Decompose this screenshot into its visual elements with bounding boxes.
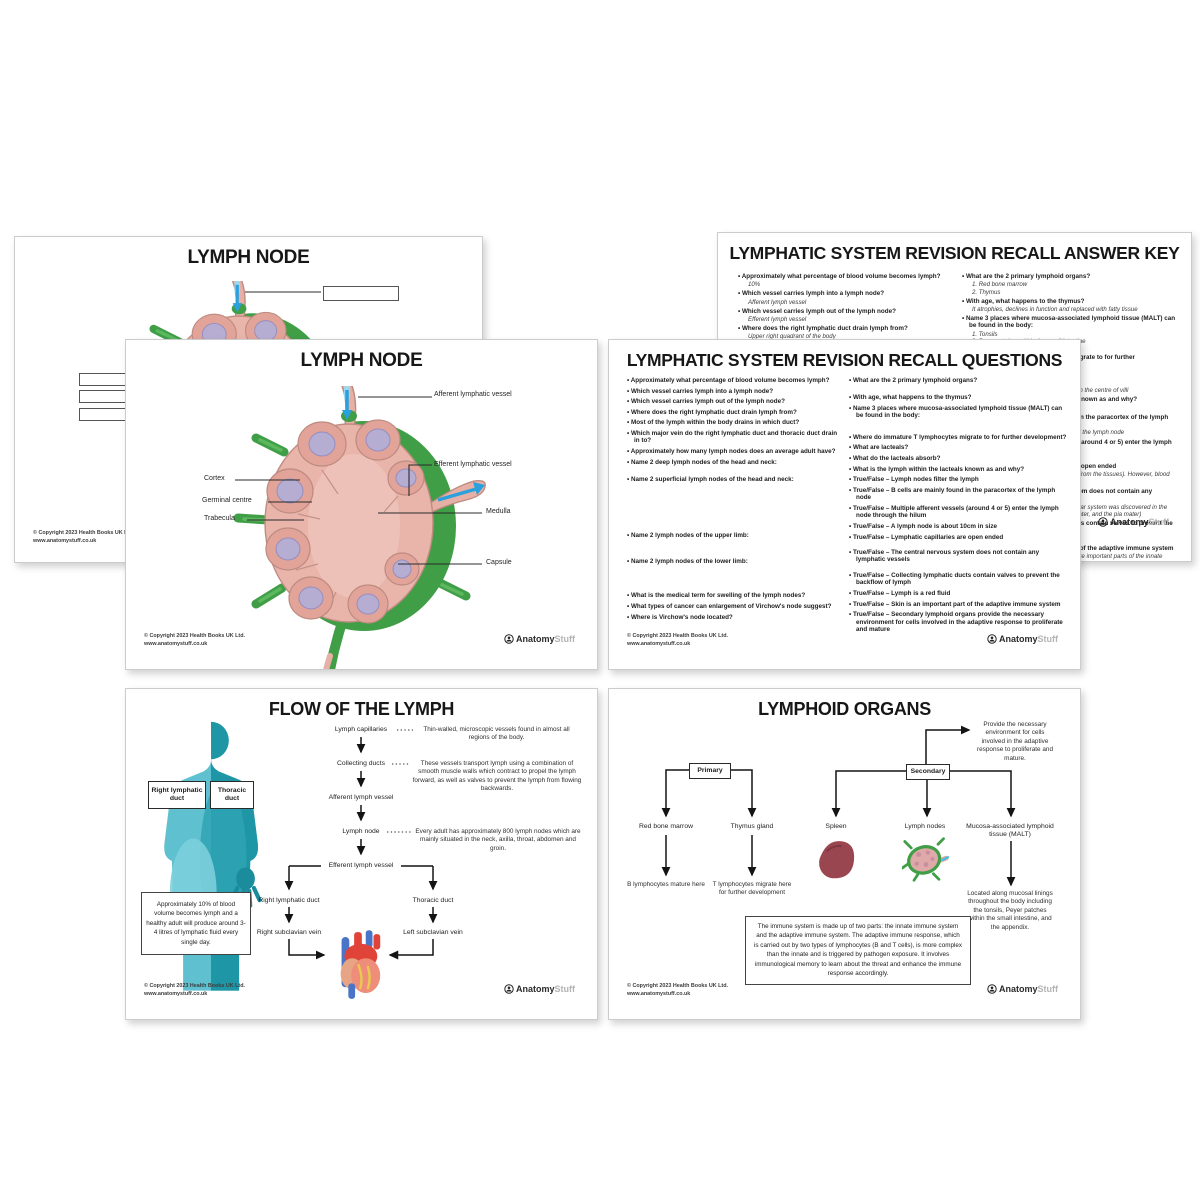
flow-step-thoracic-duct: Thoracic duct: [412, 897, 454, 904]
organ-thymus-gland: Thymus gland: [730, 823, 774, 830]
t-lymphocytes-note: T lymphocytes migrate here for further d…: [712, 881, 792, 897]
organ-lymph-nodes: Lymph nodes: [904, 823, 946, 830]
b-lymphocytes-note: B lymphocytes mature here: [627, 881, 705, 888]
heart-illustration: [339, 928, 382, 1001]
flow-step-afferent-lymph-vessel: Afferent lymph vessel: [328, 794, 394, 801]
anatomystuff-logo-icon: [987, 984, 997, 994]
primary-box: Primary: [689, 763, 731, 779]
anatomystuff-logo: AnatomyStuff: [504, 984, 575, 994]
flow-step-efferent-lymph-vessel: Efferent lymph vessel: [328, 862, 394, 869]
blank-label-box: [323, 286, 399, 301]
card-flow-of-lymph: FLOW OF THE LYMPH Right lymphatic duct T…: [125, 688, 598, 1020]
secondary-box: Secondary: [906, 764, 950, 780]
anatomystuff-logo-icon: [504, 634, 514, 644]
organ-malt: Mucosa-associated lymphoid tissue (MALT): [966, 823, 1054, 839]
lymph-node-mini-illustration: [902, 835, 950, 883]
secondary-note: Provide the necessary environment for ce…: [976, 721, 1054, 762]
copyright: © Copyright 2023 Health Books UK Ltd.www…: [627, 983, 729, 997]
anatomystuff-logo-icon: [1098, 517, 1108, 527]
blank-label-box: [79, 390, 129, 403]
questions-left-column: Approximately what percentage of blood v…: [627, 377, 839, 624]
page-title: FLOW OF THE LYMPH: [268, 699, 455, 719]
page-title: LYMPHATIC SYSTEM REVISION RECALL QUESTIO…: [626, 350, 1063, 370]
flow-step-collecting-ducts: Collecting ducts: [337, 760, 385, 767]
organ-red-bone-marrow: Red bone marrow: [638, 823, 694, 830]
note-lymph-node: Every adult has approximately 800 lymph …: [415, 828, 581, 852]
copyright: © Copyright 2023 Health Books UK Ltd.www…: [33, 530, 135, 544]
questions-right-column: What are the 2 primary lymphoid organs? …: [849, 377, 1067, 637]
page-title: LYMPH NODE: [300, 350, 423, 371]
note-collecting-ducts: These vessels transport lymph using a co…: [412, 760, 582, 793]
note-lymph-capillaries: Thin-walled, microscopic vessels found i…: [423, 726, 570, 742]
flow-step-right-subclavian-vein: Right subclavian vein: [256, 929, 322, 936]
anatomystuff-logo: AnatomyStuff: [504, 634, 575, 644]
organ-spleen: Spleen: [825, 823, 847, 830]
lymph-node-illustration: [226, 386, 486, 670]
page-title: LYMPH NODE: [187, 247, 310, 268]
flow-step-lymph-node: Lymph node: [342, 828, 380, 835]
flow-step-left-subclavian-vein: Left subclavian vein: [403, 929, 463, 936]
card-lymph-node: LYMPH NODE Afferent lymphatic vessel Cor…: [125, 339, 598, 670]
label-cortex: Cortex: [204, 475, 225, 482]
body-silhouette-illustration: [141, 719, 281, 1001]
card-questions: LYMPHATIC SYSTEM REVISION RECALL QUESTIO…: [608, 339, 1081, 670]
card-lymphoid-organs: LYMPHOID ORGANS Primary Secondary Provid…: [608, 688, 1081, 1020]
copyright: © Copyright 2023 Health Books UK Ltd.www…: [144, 633, 246, 647]
label-capsule: Capsule: [486, 559, 512, 566]
anatomystuff-logo-icon: [504, 984, 514, 994]
flow-step-right-lymphatic-duct: Right lymphatic duct: [258, 897, 320, 904]
flow-step-lymph-capillaries: Lymph capillaries: [334, 726, 388, 733]
label-efferent-vessel: Efferent lymphatic vessel: [434, 461, 512, 468]
anatomystuff-logo: AnatomyStuff: [987, 984, 1058, 994]
spleen-illustration: [817, 840, 856, 880]
body-label-right-lymphatic-duct: Right lymphatic duct: [148, 781, 206, 809]
blank-label-box: [79, 373, 129, 386]
fact-box: Approximately 10% of blood volume become…: [141, 892, 251, 956]
blank-label-box: [79, 408, 129, 421]
anatomystuff-logo: AnatomyStuff: [1098, 517, 1169, 527]
body-label-thoracic-duct: Thoracic duct: [210, 781, 254, 809]
label-afferent-vessel: Afferent lymphatic vessel: [434, 391, 512, 398]
anatomystuff-logo: AnatomyStuff: [987, 634, 1058, 644]
label-trabecula: Trabecula: [204, 515, 235, 522]
page-title: LYMPHOID ORGANS: [758, 699, 931, 719]
copyright: © Copyright 2023 Health Books UK Ltd.www…: [144, 983, 246, 997]
malt-note: Located along mucosal linings throughout…: [967, 890, 1053, 931]
anatomystuff-logo-icon: [987, 634, 997, 644]
label-medulla: Medulla: [486, 508, 511, 515]
label-germinal-centre: Germinal centre: [202, 497, 252, 504]
immune-system-box: The immune system is made up of two part…: [745, 916, 971, 985]
page-title: LYMPHATIC SYSTEM REVISION RECALL ANSWER …: [729, 243, 1180, 263]
copyright: © Copyright 2023 Health Books UK Ltd.www…: [627, 633, 729, 647]
